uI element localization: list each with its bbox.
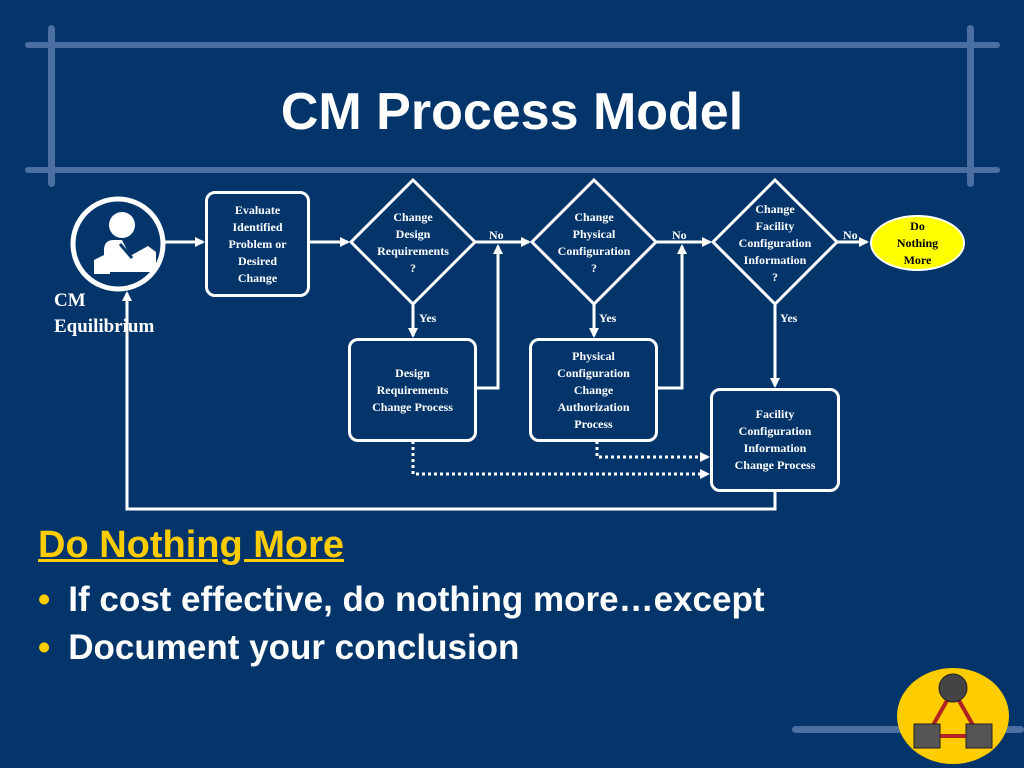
no-label-facility: No bbox=[843, 228, 858, 242]
do-nothing-more-node: Do Nothing More bbox=[870, 215, 965, 271]
yes-label-facility: Yes bbox=[780, 311, 798, 325]
no-label-design: No bbox=[489, 228, 504, 242]
dotted-link-physical bbox=[595, 441, 710, 462]
dotted-link-design bbox=[411, 441, 710, 479]
frame-line-right bbox=[967, 25, 974, 187]
bullet-text: If cost effective, do nothing more…excep… bbox=[68, 580, 765, 619]
no-label-physical: No bbox=[672, 228, 687, 242]
cm-equilibrium-label: CM Equilibrium bbox=[54, 290, 155, 337]
evaluate-box: Evaluate Identified Problem or Desired C… bbox=[205, 191, 310, 297]
frame-line-under-title bbox=[25, 167, 1000, 173]
person-at-desk-icon bbox=[70, 196, 166, 292]
decision-facility-text: Change Facility Configuration Informatio… bbox=[738, 201, 812, 284]
bullet-item-2: • Document your conclusion bbox=[38, 628, 519, 668]
frame-line-top bbox=[25, 42, 1000, 48]
arrow-design-process-return bbox=[476, 244, 503, 390]
triangle-network-logo-icon bbox=[897, 668, 1009, 764]
bullet-item-1: • If cost effective, do nothing more…exce… bbox=[38, 580, 765, 620]
decision-design-text: Change Design Requirements ? bbox=[377, 210, 449, 275]
arrow-physical-process-return bbox=[657, 244, 687, 390]
bullet-dot: • bbox=[38, 628, 51, 667]
arrow-facility-loop-back bbox=[122, 291, 777, 511]
frame-line-left bbox=[48, 25, 55, 187]
yes-label-physical: Yes bbox=[599, 311, 617, 325]
physical-configuration-process-box: Physical Configuration Change Authorizat… bbox=[529, 338, 658, 442]
yes-label-design: Yes bbox=[419, 311, 437, 325]
decision-physical-text: Change Physical Configuration ? bbox=[557, 210, 631, 275]
bullet-text: Document your conclusion bbox=[68, 628, 520, 667]
bullet-dot: • bbox=[38, 580, 51, 619]
page-title: CM Process Model bbox=[280, 83, 744, 141]
design-requirements-process-box: Design Requirements Change Process bbox=[348, 338, 477, 442]
section-heading: Do Nothing More bbox=[38, 524, 345, 566]
facility-configuration-process-box: Facility Configuration Information Chang… bbox=[710, 388, 840, 492]
